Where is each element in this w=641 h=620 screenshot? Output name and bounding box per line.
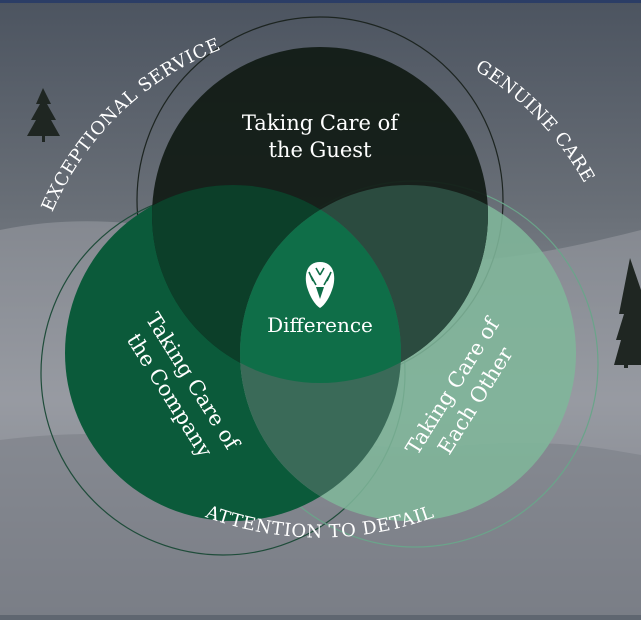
guest-label-line-1: Taking Care of	[242, 111, 400, 135]
center-label-difference: Difference	[267, 313, 373, 337]
top-border	[0, 0, 641, 3]
guest-label-line-2: the Guest	[268, 138, 372, 162]
stag-head-icon	[305, 262, 335, 308]
pine-tree-left	[27, 88, 60, 142]
pine-tree-right	[614, 258, 641, 368]
